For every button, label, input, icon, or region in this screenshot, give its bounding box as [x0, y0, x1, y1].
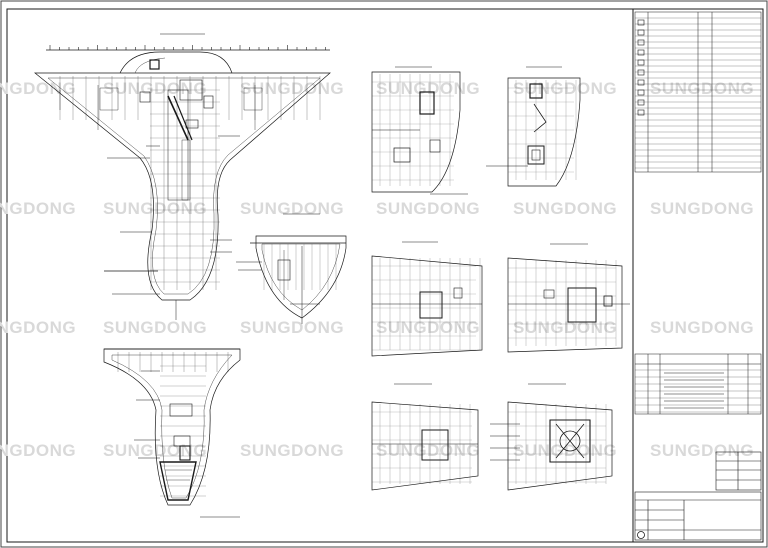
section-view	[236, 213, 347, 324]
lower-deck-plan	[103, 348, 241, 518]
detail-plan-4	[507, 243, 630, 353]
revision-table	[634, 353, 762, 415]
watermark-text: SUNGDONG	[240, 199, 344, 218]
watermark-text: SUNGDONG	[650, 199, 754, 218]
watermark-text: SUNGDONG	[0, 318, 76, 337]
watermark-text: SUNGDONG	[650, 79, 754, 98]
watermark-text: SUNGDONG	[650, 318, 754, 337]
watermark-text: SUNGDONG	[513, 199, 617, 218]
detail-plan-6	[490, 383, 613, 491]
watermark-text: SUNGDONG	[376, 318, 480, 337]
detail-plan-1	[371, 66, 468, 195]
drawing-border	[6, 8, 764, 543]
watermark-text: SUNGDONG	[240, 441, 344, 460]
watermark-text: SUNGDONG	[376, 79, 480, 98]
main-deck-plan	[34, 33, 331, 320]
company-logo-mark	[637, 531, 645, 539]
watermark-text: SUNGDONG	[0, 441, 76, 460]
watermark-text: SUNGDONG	[240, 79, 344, 98]
watermark-text: SUNGDONG	[103, 199, 207, 218]
watermark-text: SUNGDONG	[103, 79, 207, 98]
watermark-text: SUNGDONG	[376, 441, 480, 460]
watermark-text: SUNGDONG	[240, 318, 344, 337]
watermark-text: SUNGDONG	[513, 441, 617, 460]
watermark-text: SUNGDONG	[0, 79, 76, 98]
detail-plan-5	[371, 383, 479, 491]
watermark-text: SUNGDONG	[0, 199, 76, 218]
legend-table	[634, 11, 762, 173]
watermark-text: SUNGDONG	[513, 79, 617, 98]
watermark-text: SUNGDONG	[650, 441, 754, 460]
title-block	[634, 451, 762, 541]
watermark-text: SUNGDONG	[103, 318, 207, 337]
watermark-text: SUNGDONG	[513, 318, 617, 337]
watermark-text: SUNGDONG	[376, 199, 480, 218]
